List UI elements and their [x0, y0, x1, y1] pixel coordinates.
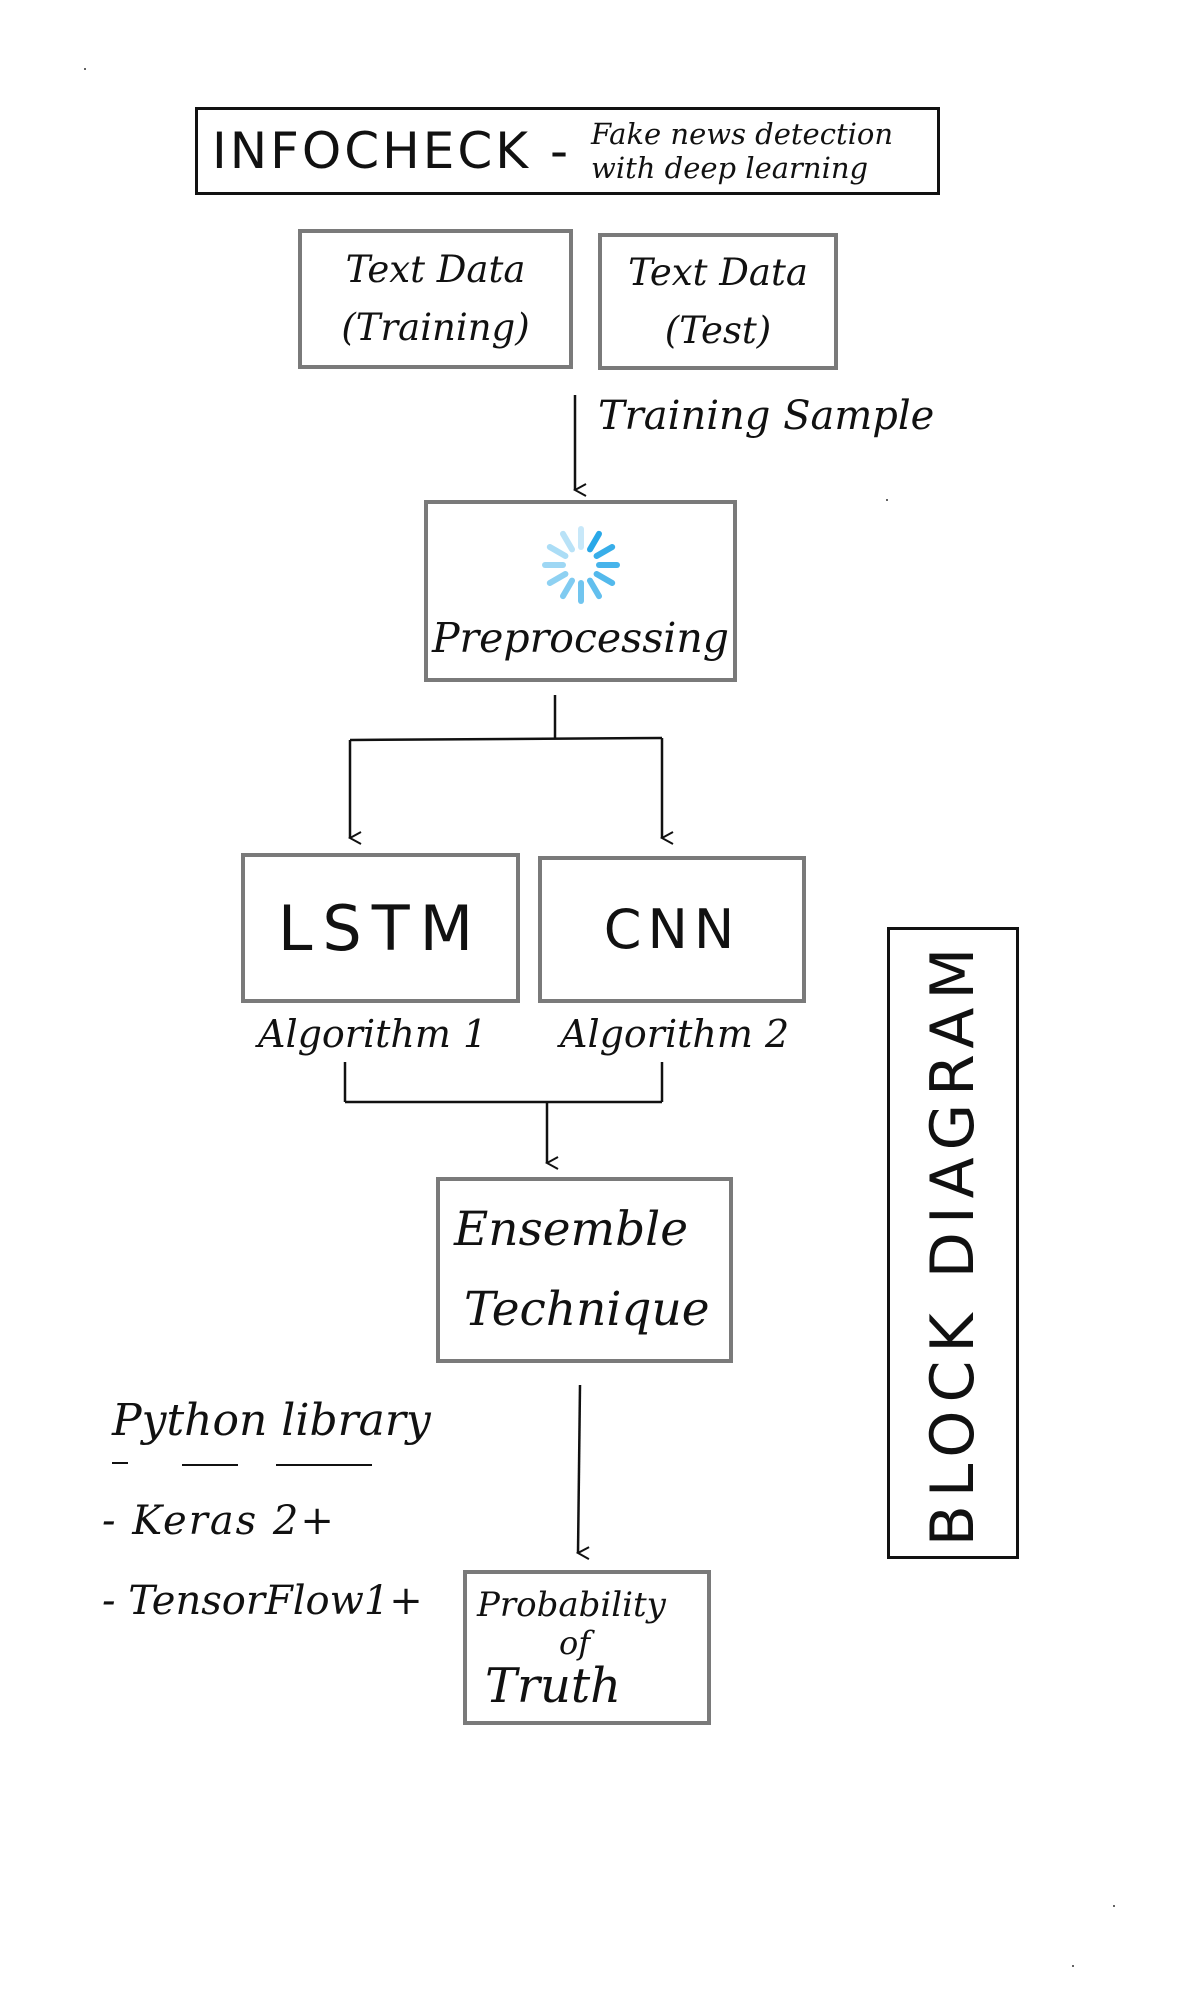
title-box: INFOCHECK - Fake news detection with dee…: [195, 107, 940, 195]
lstm-label: LSTM: [277, 891, 484, 965]
stray-dot: [84, 68, 86, 70]
spinner-tick: [586, 530, 602, 553]
loading-spinner-icon: [541, 526, 620, 604]
test-data-line2: (Test): [664, 308, 772, 352]
training-sample-label: Training Sample: [598, 393, 935, 439]
preprocessing-label: Preprocessing: [431, 614, 730, 662]
title-main: INFOCHECK -: [212, 122, 572, 180]
training-data-line1: Text Data: [345, 248, 526, 291]
output-line2: of: [559, 1623, 591, 1662]
spinner-tick: [586, 577, 602, 600]
test-data-line1: Text Data: [628, 250, 808, 294]
block-diagram-label: BLOCK DIAGRAM: [918, 939, 989, 1547]
spinner-tick: [593, 571, 615, 586]
algorithm-1-label: Algorithm 1: [258, 1012, 488, 1056]
spinner-tick: [546, 571, 568, 586]
training-data-line2: (Training): [341, 306, 530, 349]
python-library-heading: Python library: [112, 1395, 431, 1446]
ensemble-line2: Technique: [464, 1282, 710, 1337]
cnn-box: CNN: [538, 856, 806, 1003]
cnn-label: CNN: [603, 898, 741, 961]
preprocessing-box: Preprocessing: [424, 500, 737, 682]
training-data-box: Text Data (Training): [298, 229, 573, 369]
stray-dot: [1113, 1905, 1115, 1907]
stray-dot: [1072, 1965, 1074, 1967]
library-item-tensorflow: - TensorFlow1+: [102, 1578, 423, 1624]
split-bar: [349, 736, 663, 742]
ensemble-box: Ensemble Technique: [436, 1177, 733, 1363]
spinner-tick: [559, 530, 575, 553]
algorithm-2-label: Algorithm 2: [560, 1012, 790, 1056]
output-line1: Probability: [477, 1584, 666, 1625]
block-diagram-side-box: BLOCK DIAGRAM: [887, 927, 1019, 1559]
spinner-tick: [593, 544, 615, 559]
spinner-tick: [559, 577, 575, 600]
title-subtitle-line2: with deep learning: [591, 151, 869, 185]
output-line3: Truth: [485, 1657, 622, 1714]
title-subtitle: Fake news detection with deep learning: [591, 117, 893, 185]
spinner-tick: [546, 544, 568, 559]
ensemble-line1: Ensemble: [454, 1202, 689, 1257]
title-subtitle-line1: Fake news detection: [591, 117, 894, 151]
arrow-to-output: [578, 1384, 580, 1553]
test-data-box: Text Data (Test): [598, 233, 838, 370]
lstm-box: LSTM: [241, 853, 520, 1003]
output-box: Probability of Truth: [463, 1570, 711, 1725]
stray-dot: [886, 499, 888, 501]
library-item-keras: - Keras 2+: [102, 1498, 336, 1544]
